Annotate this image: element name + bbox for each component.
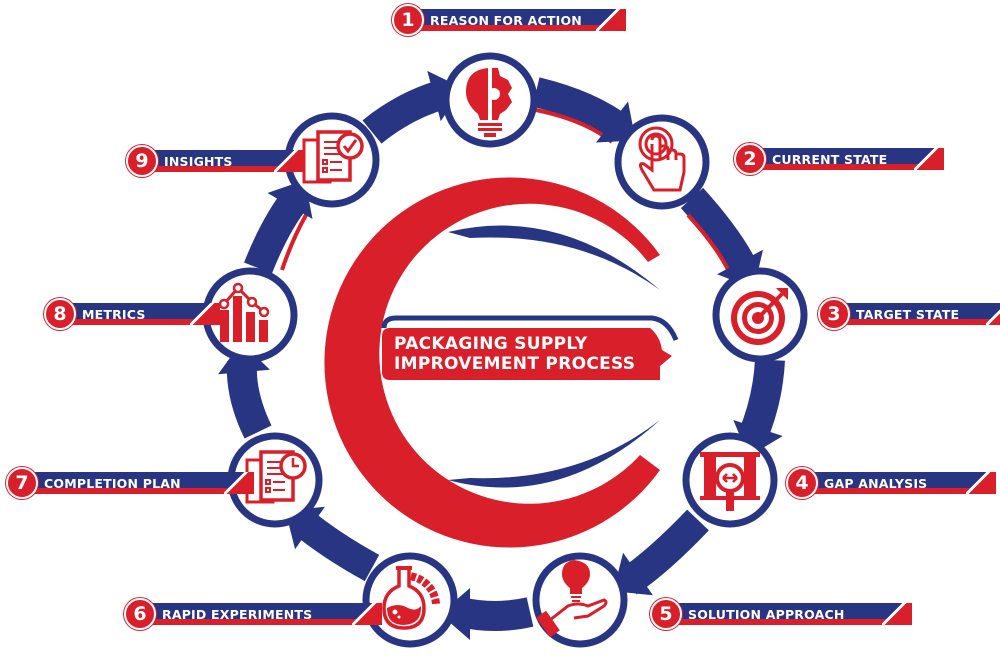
step-number-badge: 4 [786, 467, 818, 499]
center-title-line2: IMPROVEMENT PROCESS [394, 354, 636, 374]
step-number-badge: 5 [650, 598, 682, 630]
step-number-badge: 9 [126, 145, 158, 177]
lightbulb-gear-icon [466, 68, 512, 137]
step-label-2: 2 CURRENT STATE [734, 143, 944, 175]
step-label-text: METRICS [82, 306, 146, 322]
step-label-bar: RAPID EXPERIMENTS [150, 603, 382, 625]
step-number-badge: 6 [124, 598, 156, 630]
step-number-badge: 1 [392, 4, 424, 36]
step-label-6: 6 RAPID EXPERIMENTS [124, 598, 382, 630]
central-c-logo [324, 177, 660, 548]
hand-lightbulb-icon [536, 560, 608, 638]
step-label-bar: METRICS [70, 303, 220, 325]
step-label-text: COMPLETION PLAN [44, 475, 181, 491]
bar-line-chart-icon [218, 282, 270, 342]
documents-clock-icon [245, 450, 307, 504]
step-label-text: TARGET STATE [856, 306, 960, 322]
step-label-text: INSIGHTS [164, 153, 233, 169]
step-label-bar: REASON FOR ACTION [418, 9, 626, 31]
step-number-badge: 3 [818, 298, 850, 330]
step-number-badge: 7 [6, 467, 38, 499]
center-title: PACKAGING SUPPLY IMPROVEMENT PROCESS [394, 334, 635, 374]
step-label-bar: COMPLETION PLAN [32, 472, 254, 494]
step-label-bar: CURRENT STATE [760, 148, 944, 170]
step-label-bar: INSIGHTS [152, 150, 304, 172]
center-banner-shape [381, 315, 679, 380]
step-label-text: CURRENT STATE [772, 151, 888, 167]
step-label-7: 7 COMPLETION PLAN [6, 467, 254, 499]
step-label-8: 8 METRICS [44, 298, 220, 330]
step-label-text: SOLUTION APPROACH [688, 606, 845, 622]
target-arrow-icon [731, 288, 788, 345]
step-label-text: GAP ANALYSIS [824, 475, 928, 491]
gap-magnifier-icon [700, 452, 760, 511]
step-label-bar: GAP ANALYSIS [812, 472, 996, 494]
step-label-text: REASON FOR ACTION [430, 12, 582, 28]
flask-gauge-icon [382, 566, 440, 630]
documents-check-icon [302, 130, 364, 184]
step-label-4: 4 GAP ANALYSIS [786, 467, 996, 499]
center-banner: PACKAGING SUPPLY IMPROVEMENT PROCESS [380, 323, 660, 383]
step-label-9: 9 INSIGHTS [126, 145, 304, 177]
step-number-badge: 2 [734, 143, 766, 175]
step-label-bar: TARGET STATE [844, 303, 1000, 325]
center-title-line1: PACKAGING SUPPLY [394, 334, 588, 354]
step-number-badge: 8 [44, 298, 76, 330]
step-label-5: 5 SOLUTION APPROACH [650, 598, 912, 630]
step-label-3: 3 TARGET STATE [818, 298, 1000, 330]
step-label-1: 1 REASON FOR ACTION [392, 4, 626, 36]
step-label-bar: SOLUTION APPROACH [676, 603, 912, 625]
step-label-text: RAPID EXPERIMENTS [162, 606, 313, 622]
touch-hand-icon [638, 126, 686, 192]
